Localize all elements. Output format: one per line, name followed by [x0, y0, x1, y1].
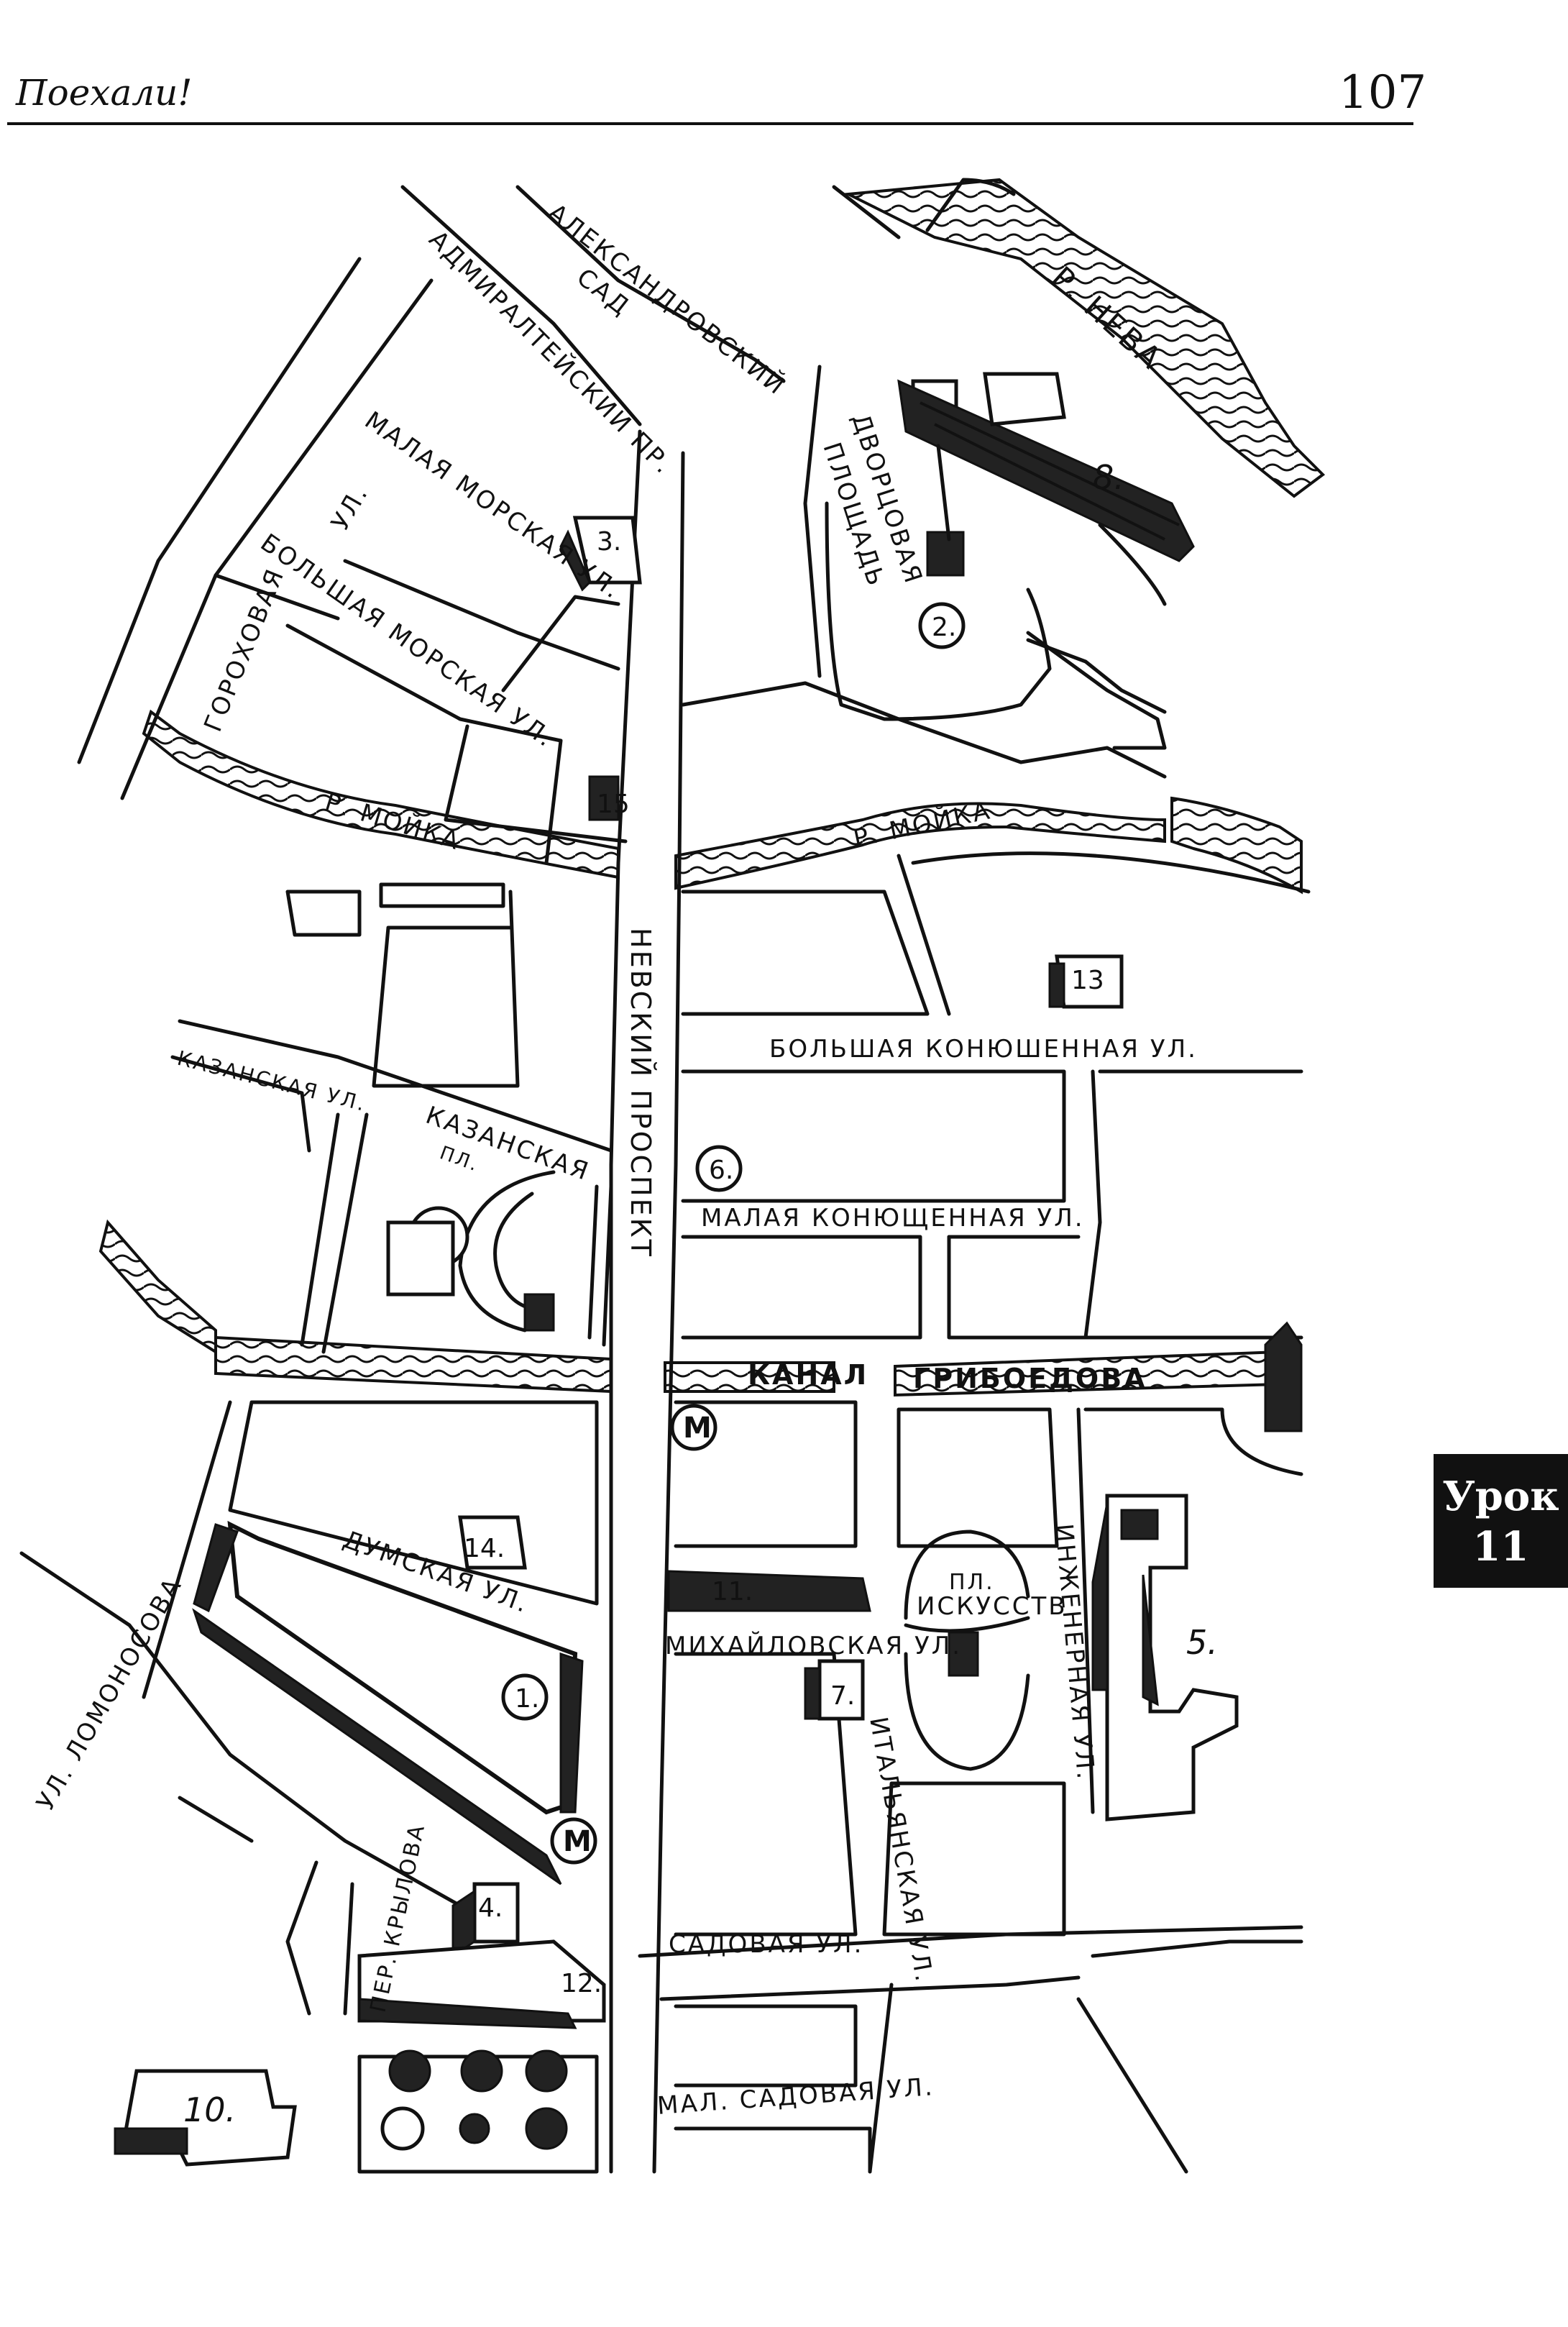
marker-10: 10. — [183, 2090, 236, 2129]
label-mikhaylovskaya: МИХАЙЛОВСКАЯ УЛ. — [665, 1631, 962, 1660]
lesson-tab-number: 11 — [1472, 1523, 1529, 1571]
lesson-tab: Урок 11 — [1434, 1454, 1568, 1588]
label-moyka-right: Р. МОЙКА — [851, 795, 994, 854]
spilled-blood-church — [1264, 1321, 1303, 1432]
label-ul: УЛ. — [326, 480, 375, 535]
marker-3: 3. — [597, 527, 621, 557]
marker-8: 8. — [1093, 458, 1124, 497]
marker-1: 1. — [515, 1684, 539, 1714]
label-pl-iskusstv-1: ПЛ. — [949, 1570, 995, 1595]
label-moyka-left: Р. МОЙКА — [321, 787, 464, 856]
running-header-title: Поехали! — [16, 72, 193, 114]
marker-13: 13 — [1071, 966, 1104, 995]
label-sadovaya: САДОВАЯ УЛ. — [669, 1930, 863, 1959]
label-bolshaya-konyushennaya: БОЛЬШАЯ КОНЮШЕННАЯ УЛ. — [769, 1035, 1198, 1064]
marker-4: 4. — [478, 1893, 503, 1923]
marker-7: 7. — [830, 1681, 855, 1711]
kazan-cathedral — [386, 1170, 556, 1332]
label-griboedova: ГРИБОЕДОВА — [913, 1363, 1147, 1394]
page-number: 107 — [1339, 66, 1427, 119]
marker-12: 12. — [561, 1969, 602, 1998]
number-markers: 1. 2. 3. 4. 5. 6. 7. 8. 10. 11. 12. 13 1… — [183, 458, 1218, 2129]
moyka-river — [142, 709, 1303, 895]
label-bolshaya-morskaya: БОЛЬШАЯ МОРСКАЯ УЛ. — [255, 529, 560, 754]
label-malaya-konyushennaya: МАЛАЯ КОНЮЩЕННАЯ УЛ. — [701, 1204, 1085, 1233]
numbered-buildings — [114, 516, 1124, 2167]
street-grid — [19, 185, 1311, 2174]
neva-river — [832, 178, 1326, 498]
label-gorokhovaya: ГОРОХОВАЯ — [198, 564, 290, 736]
marker-6: 6. — [709, 1156, 733, 1185]
label-lomonosova: УЛ. ЛОМОНОСОВА — [31, 1572, 188, 1815]
marker-14: 14. — [464, 1534, 505, 1563]
marker-11: 11. — [712, 1577, 753, 1606]
metro-icon-nevsky: М — [683, 1412, 712, 1445]
label-italyanskaya: ИТАЛЬЯНСКАЯ УЛ. — [863, 1715, 939, 1985]
label-kanal: КАНАЛ — [748, 1359, 868, 1391]
arts-square — [904, 1530, 1030, 1771]
marker-15: 15 — [597, 790, 630, 819]
marker-5: 5. — [1186, 1623, 1218, 1662]
gostiny-dvor — [192, 1520, 584, 1885]
palace-square — [825, 372, 1195, 750]
garden-trees — [380, 2049, 568, 2151]
metro-icon-gostiny: М — [563, 1825, 592, 1858]
mikhailovsky-castle — [1091, 1494, 1239, 1821]
marker-2: 2. — [932, 613, 956, 642]
header-rule — [7, 122, 1413, 125]
label-pl-iskusstv-2: ИСКУССТВ — [917, 1592, 1068, 1621]
label-nevsky: НЕВСКИЙ ПРОСПЕКТ — [625, 928, 656, 1258]
lesson-tab-label: Урок — [1442, 1473, 1559, 1520]
label-malaya-morskaya: МАЛАЯ МОРСКАЯ УЛ. — [359, 406, 627, 605]
label-mal-sadovaya: МАЛ. САДОВАЯ УЛ. — [656, 2072, 935, 2121]
